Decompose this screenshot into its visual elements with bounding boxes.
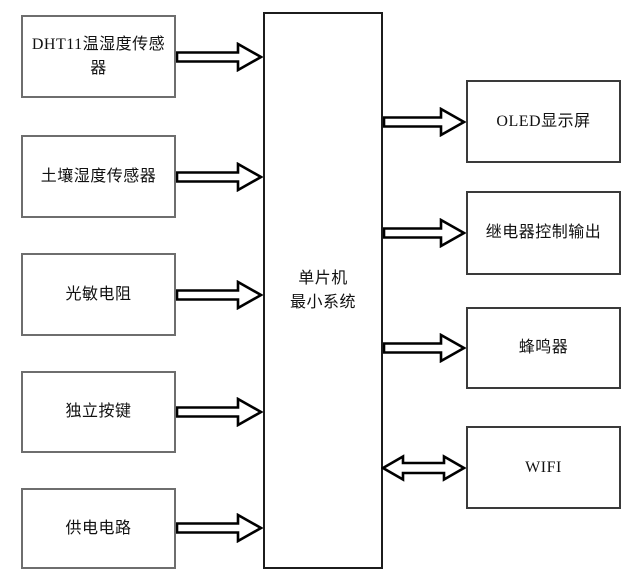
node-oled-display: OLED显示屏 xyxy=(466,80,621,163)
node-power-supply-circuit-label: 供电电路 xyxy=(65,519,132,537)
node-buzzer: 蜂鸣器 xyxy=(466,307,621,389)
node-mcu-minimal-system-label-line1: 单片机 xyxy=(298,269,348,287)
node-soil-moisture-sensor: 土壤湿度传感器 xyxy=(21,135,176,218)
node-relay-control-output: 继电器控制输出 xyxy=(466,191,621,275)
node-oled-display-label: OLED显示屏 xyxy=(496,112,591,130)
arrow-power-to-mcu-icon xyxy=(176,513,263,543)
arrow-mcu-to-buzzer-icon xyxy=(383,333,466,363)
arrow-dht11-to-mcu-icon xyxy=(176,42,263,72)
arrow-keys-to-mcu-icon xyxy=(176,397,263,427)
arrow-mcu-to-oled-icon xyxy=(383,107,466,137)
node-independent-keys: 独立按键 xyxy=(21,371,176,453)
node-buzzer-label: 蜂鸣器 xyxy=(518,339,569,356)
arrow-mcu-wifi-bidirectional-icon xyxy=(381,454,466,482)
node-mcu-minimal-system: 单片机 最小系统 xyxy=(263,12,383,569)
arrow-photoresistor-to-mcu-icon xyxy=(176,280,263,310)
node-wifi-label: WIFI xyxy=(525,458,562,476)
node-power-supply-circuit: 供电电路 xyxy=(21,488,176,569)
arrow-soil-to-mcu-icon xyxy=(176,162,263,192)
node-independent-keys-label: 独立按键 xyxy=(65,403,132,420)
node-wifi: WIFI xyxy=(466,426,621,509)
node-dht11-sensor: DHT11温湿度传感器 xyxy=(21,15,176,98)
node-relay-control-output-label: 继电器控制输出 xyxy=(485,224,602,241)
node-photoresistor: 光敏电阻 xyxy=(21,253,176,336)
node-photoresistor-label: 光敏电阻 xyxy=(65,285,132,303)
node-soil-moisture-sensor-label: 土壤湿度传感器 xyxy=(40,167,157,185)
node-mcu-minimal-system-label-line2: 最小系统 xyxy=(289,293,356,311)
node-dht11-sensor-label: DHT11温湿度传感器 xyxy=(31,35,166,77)
arrow-mcu-to-relay-icon xyxy=(383,218,466,248)
